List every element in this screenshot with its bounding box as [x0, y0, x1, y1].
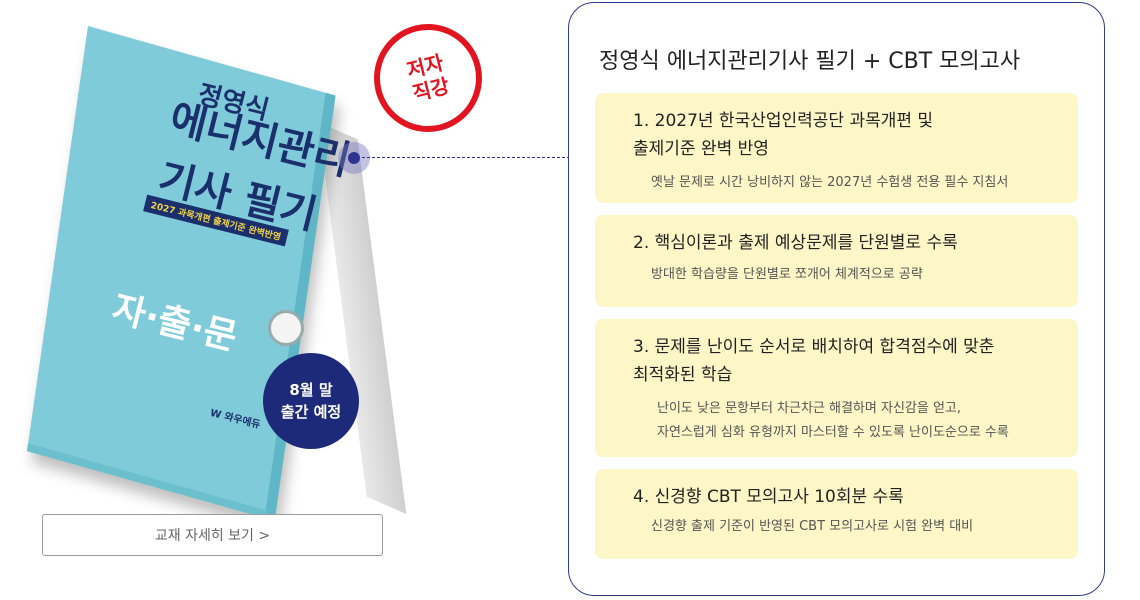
- pressure-gauge-icon: [268, 310, 304, 346]
- feature-title-2: 2. 핵심이론과 출제 예상문제를 단원별로 수록: [633, 233, 958, 253]
- book-detail-button[interactable]: 교재 자세히 보기 >: [42, 514, 383, 556]
- pointer-dot: [338, 142, 370, 174]
- stamp-text: 저자 직강: [404, 50, 452, 106]
- feature-card-4: 4. 신경향 CBT 모의고사 10회분 수록 신경향 출제 기준이 반영된 C…: [595, 469, 1078, 559]
- feature-card-1: 1. 2027년 한국산업인력공단 과목개편 및 출제기준 완벽 반영 옛날 문…: [595, 93, 1078, 203]
- connector-line: [362, 157, 570, 158]
- feature-title-1: 1. 2027년 한국산업인력공단 과목개편 및 출제기준 완벽 반영: [633, 111, 934, 159]
- book-features-panel: 정영식 에너지관리기사 필기 + CBT 모의고사 1. 2027년 한국산업인…: [568, 2, 1105, 596]
- release-badge-text: 8월 말 출간 예정: [280, 381, 342, 421]
- feature-card-2: 2. 핵심이론과 출제 예상문제를 단원별로 수록 방대한 학습량을 단원별로 …: [595, 215, 1078, 307]
- feature-desc-2: 방대한 학습량을 단원별로 쪼개어 체계적으로 공략: [651, 267, 923, 282]
- book-cover-image: 정영식 에너지관리 기사 필기 2027 과목개편 출제기준 완벽반영 자·출·…: [27, 12, 407, 521]
- feature-card-3: 3. 문제를 난이도 순서로 배치하여 합격점수에 맞춘 최적화된 학습 난이도…: [595, 319, 1078, 457]
- feature-desc-4: 신경향 출제 기준이 반영된 CBT 모의고사로 시험 완벽 대비: [651, 519, 974, 534]
- feature-title-3: 3. 문제를 난이도 순서로 배치하여 합격점수에 맞춘 최적화된 학습: [633, 337, 995, 385]
- feature-desc-1: 옛날 문제로 시간 낭비하지 않는 2027년 수험생 전용 필수 지침서: [651, 175, 1009, 190]
- release-badge: 8월 말 출간 예정: [263, 353, 359, 449]
- panel-title: 정영식 에너지관리기사 필기 + CBT 모의고사: [599, 49, 1021, 74]
- feature-desc-3: 난이도 낮은 문항부터 차근차근 해결하며 자신감을 얻고, 자연스럽게 심화 …: [657, 401, 1009, 440]
- book-area: 정영식 에너지관리 기사 필기 2027 과목개편 출제기준 완벽반영 자·출·…: [0, 0, 570, 600]
- feature-title-4: 4. 신경향 CBT 모의고사 10회분 수록: [633, 487, 904, 507]
